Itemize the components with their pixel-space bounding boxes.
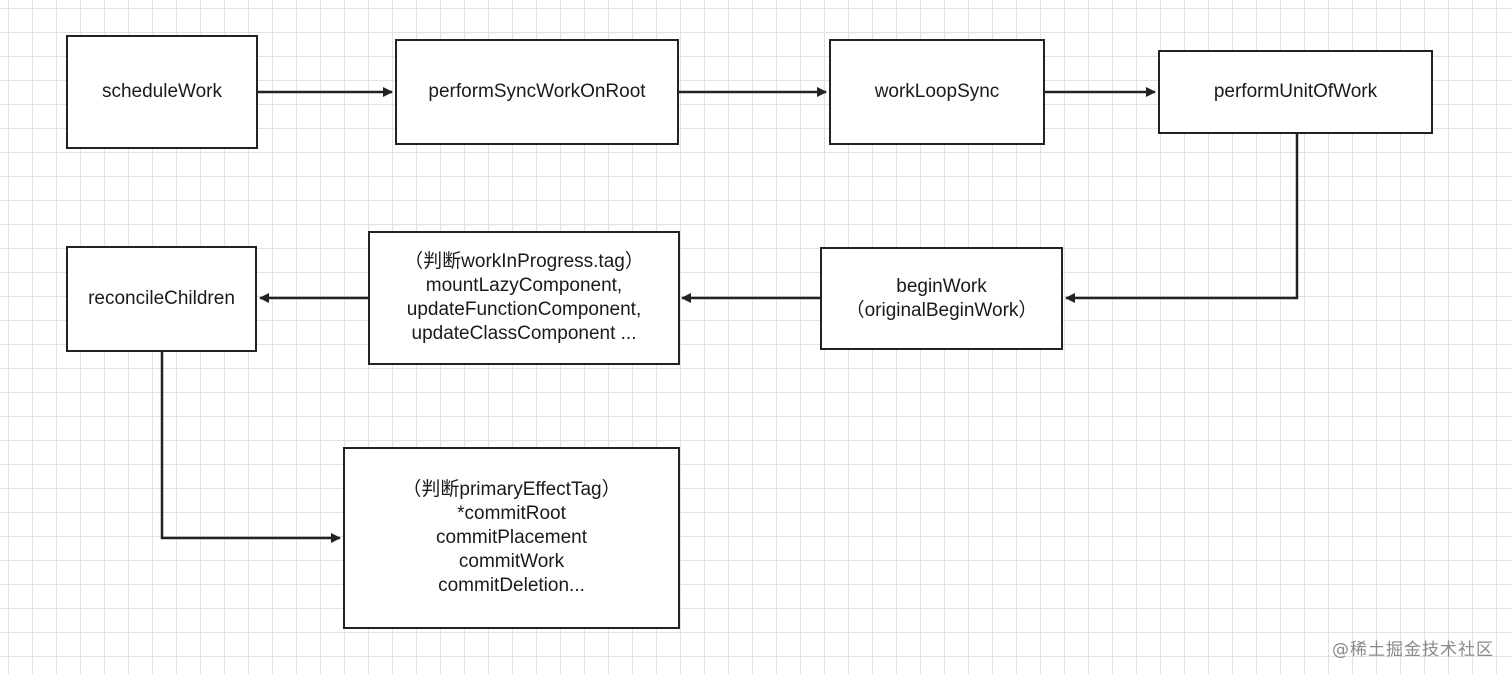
- node-reconcile-children: reconcileChildren: [66, 246, 257, 352]
- arrow-reconcilechildren-to-commit-phase: [160, 351, 341, 543]
- node-component-updaters: （判断workInProgress.tag） mountLazyComponen…: [368, 231, 680, 365]
- node-perform-sync-work-on-root: performSyncWorkOnRoot: [395, 39, 679, 145]
- node-text-line-3: commitPlacement: [436, 527, 587, 548]
- node-text: scheduleWork: [101, 81, 223, 102]
- node-begin-work: beginWork （originalBeginWork）: [820, 247, 1063, 350]
- node-text-line-4: updateFunctionComponent,: [406, 299, 642, 320]
- node-text: reconcileChildren: [88, 288, 235, 309]
- node-text-line-1: （判断primaryEffectTag）: [402, 479, 621, 500]
- node-perform-unit-of-work: performUnitOfWork: [1158, 50, 1433, 134]
- node-text-line-3: mountLazyComponent,: [425, 275, 623, 296]
- node-text: workLoopSync: [874, 81, 1000, 102]
- node-text-line-1: （判断workInProgress.tag）: [404, 251, 644, 272]
- node-text-line-4: commitWork: [458, 551, 565, 572]
- watermark: @稀土掘金技术社区: [1332, 640, 1494, 660]
- node-commit-phase: （判断primaryEffectTag） *commitRoot commitP…: [343, 447, 680, 629]
- node-text-line-2: *commitRoot: [457, 503, 566, 524]
- node-work-loop-sync: workLoopSync: [829, 39, 1045, 145]
- node-text-line-5: updateClassComponent ...: [411, 323, 637, 344]
- node-text: performSyncWorkOnRoot: [428, 81, 646, 102]
- node-schedule-work: scheduleWork: [66, 35, 258, 149]
- node-text-line-2: （originalBeginWork）: [845, 299, 1038, 321]
- node-text-line-1: beginWork: [896, 275, 987, 297]
- node-text-line-5: commitDeletion...: [438, 575, 585, 596]
- arrow-performunitofwork-to-beginwork: [1065, 134, 1299, 303]
- node-text: performUnitOfWork: [1213, 81, 1378, 102]
